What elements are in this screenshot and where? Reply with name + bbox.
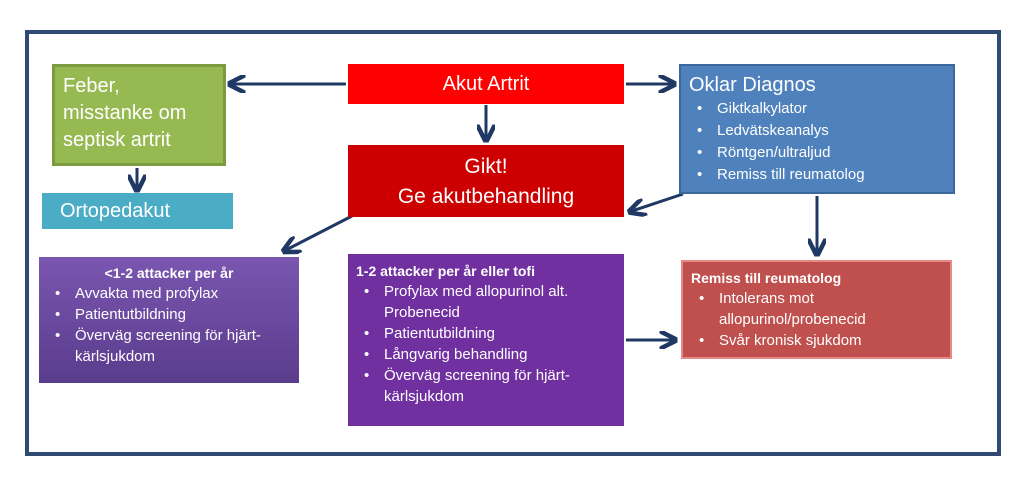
gikt-line2: Ge akutbehandling — [397, 185, 575, 208]
node-remiss: Remiss till reumatolog Intolerans mot al… — [681, 260, 952, 359]
node-akut-artrit: Akut Artrit — [348, 64, 624, 104]
feber-line1: Feber, — [63, 75, 120, 97]
node-oklar-diagnos: Oklar Diagnos Giktkalkylator Ledvätskean… — [679, 64, 955, 194]
less-title: <1-2 attacker per år — [104, 265, 234, 281]
list-item: Patientutbildning — [47, 304, 291, 325]
list-item: Giktkalkylator — [689, 98, 945, 120]
list-item: Remiss till reumatolog — [689, 164, 945, 186]
oklar-title: Oklar Diagnos — [689, 74, 816, 96]
arrow-oklar-to-gikt — [632, 192, 684, 211]
list-item: Överväg screening för hjärt-kärlsjukdom — [356, 365, 616, 407]
list-item: Avvakta med profylax — [47, 283, 291, 304]
node-many-attacks: 1-2 attacker per år eller tofi Profylax … — [348, 254, 624, 426]
node-few-attacks: <1-2 attacker per år Avvakta med profyla… — [39, 257, 299, 383]
feber-line3: septisk artrit — [63, 129, 171, 151]
remiss-list: Intolerans mot allopurinol/probenecid Sv… — [691, 288, 942, 351]
akut-label: Akut Artrit — [442, 73, 530, 95]
list-item: Intolerans mot allopurinol/probenecid — [691, 288, 942, 330]
gikt-line1: Gikt! — [464, 155, 508, 178]
less-list: Avvakta med profylax Patientutbildning Ö… — [47, 283, 291, 367]
more-list: Profylax med allopurinol alt. Probenecid… — [356, 281, 616, 407]
arrow-gikt-to-less — [286, 214, 353, 250]
ortopedakut-label: Ortopedakut — [60, 200, 171, 222]
node-ortopedakut: Ortopedakut — [42, 193, 233, 229]
more-title: 1-2 attacker per år eller tofi — [356, 263, 535, 279]
list-item: Ledvätskeanalys — [689, 120, 945, 142]
node-gikt: Gikt! Ge akutbehandling — [348, 145, 624, 217]
remiss-title: Remiss till reumatolog — [691, 270, 842, 286]
node-feber: Feber, misstanke om septisk artrit — [52, 64, 226, 166]
list-item: Patientutbildning — [356, 323, 616, 344]
list-item: Röntgen/ultraljud — [689, 142, 945, 164]
list-item: Profylax med allopurinol alt. Probenecid — [356, 281, 616, 323]
feber-line2: misstanke om — [63, 102, 187, 124]
list-item: Svår kronisk sjukdom — [691, 330, 942, 351]
oklar-list: Giktkalkylator Ledvätskeanalys Röntgen/u… — [689, 98, 945, 186]
list-item: Överväg screening för hjärt-kärlsjukdom — [47, 325, 291, 367]
list-item: Långvarig behandling — [356, 344, 616, 365]
diagram-frame — [25, 30, 1001, 456]
